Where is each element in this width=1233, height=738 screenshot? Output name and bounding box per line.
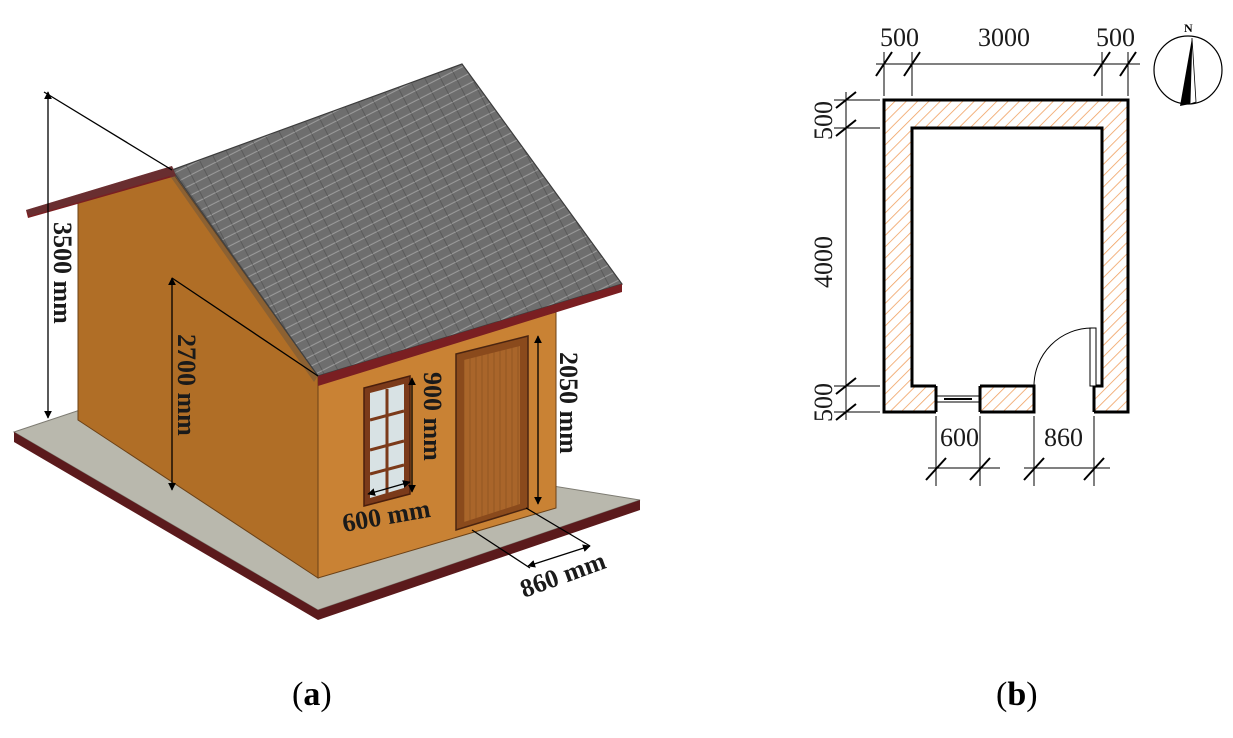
caption-b: (b) (996, 676, 1038, 713)
plan-left-bottom-label: 500 (809, 383, 838, 422)
door-height-label: 2050 mm (554, 352, 583, 454)
plan-door-width-label: 860 (1044, 423, 1083, 452)
plan-walls (884, 100, 1128, 412)
north-arrow-icon (1180, 38, 1192, 106)
plan-top-right-label: 500 (1096, 23, 1135, 52)
plan-wall-outlines (882, 98, 1130, 414)
house-window (363, 375, 411, 507)
plan-window (936, 395, 980, 403)
wall-height-label: 2700 mm (172, 334, 201, 436)
roof-trim-left (26, 166, 176, 218)
floor-plan: 500 3000 500 500 4000 500 600 860 N (809, 21, 1223, 486)
roof-trim-front (318, 284, 622, 386)
plan-window-width-label: 600 (940, 423, 979, 452)
height-total-label: 3500 mm (48, 222, 77, 324)
plan-left-top-label: 500 (809, 101, 838, 140)
caption-a: (a) (292, 676, 332, 713)
north-arrow: N (1153, 21, 1223, 106)
plan-door (1033, 327, 1097, 387)
plan-top-middle-label: 3000 (978, 23, 1030, 52)
plan-left-middle-label: 4000 (809, 236, 838, 288)
north-label: N (1184, 21, 1193, 35)
plan-dimension-lines (834, 51, 1140, 486)
house-dimension-lines (43, 91, 591, 569)
ground-slab-edge-right (318, 500, 640, 620)
house-door (455, 335, 529, 532)
ground-slab-edge-left (14, 432, 318, 620)
plan-top-left-label: 500 (880, 23, 919, 52)
window-height-label: 900 mm (418, 372, 447, 461)
plan-door-opening (1034, 386, 1094, 412)
house-illustration: 3500 mm 2700 mm 900 mm 600 mm 2050 mm 86… (12, 63, 641, 620)
